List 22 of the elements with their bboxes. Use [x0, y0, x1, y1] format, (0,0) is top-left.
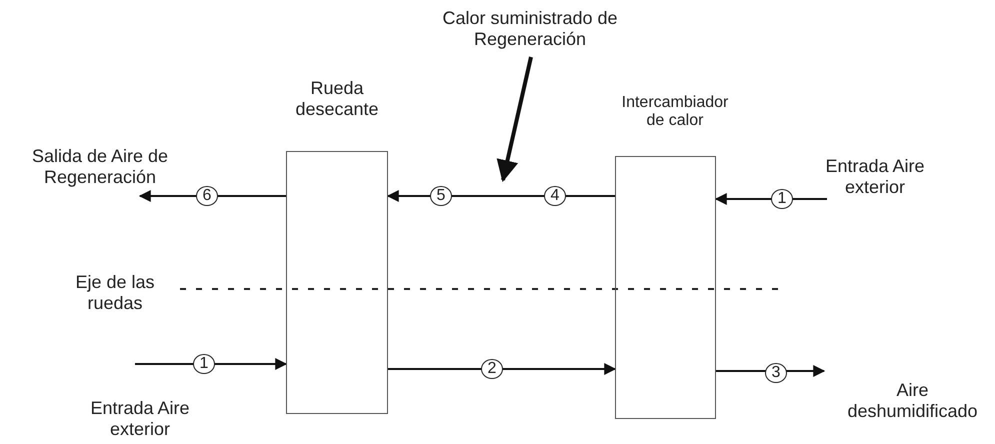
outlet-label: Aire deshumidificado [846, 380, 979, 422]
outlet-label: Salida de Aire de Regeneración [30, 146, 170, 188]
callout-number: 2 [481, 359, 503, 379]
axis-label: Eje de las ruedas [74, 272, 156, 314]
callout-number: 3 [765, 363, 787, 383]
arrow [714, 193, 827, 205]
component-heading: Rueda desecante [294, 78, 380, 120]
arrow [388, 363, 616, 375]
arrow [386, 190, 615, 202]
heat-input-label: Calor suministrado de Regeneración [441, 8, 619, 50]
arrow [496, 56, 533, 182]
callout-number: 6 [196, 186, 218, 206]
arrow [716, 365, 826, 377]
inlet-label: Entrada Aire exterior [824, 156, 926, 198]
callout-number: 4 [544, 186, 566, 206]
arrow [138, 190, 286, 202]
callout-number: 5 [430, 186, 452, 206]
callout-number: 1 [193, 354, 215, 374]
component-heading: Intercambiador de calor [620, 94, 730, 131]
arrow [135, 358, 288, 370]
callout-number: 1 [771, 189, 793, 209]
inlet-label: Entrada Aire exterior [89, 398, 191, 440]
